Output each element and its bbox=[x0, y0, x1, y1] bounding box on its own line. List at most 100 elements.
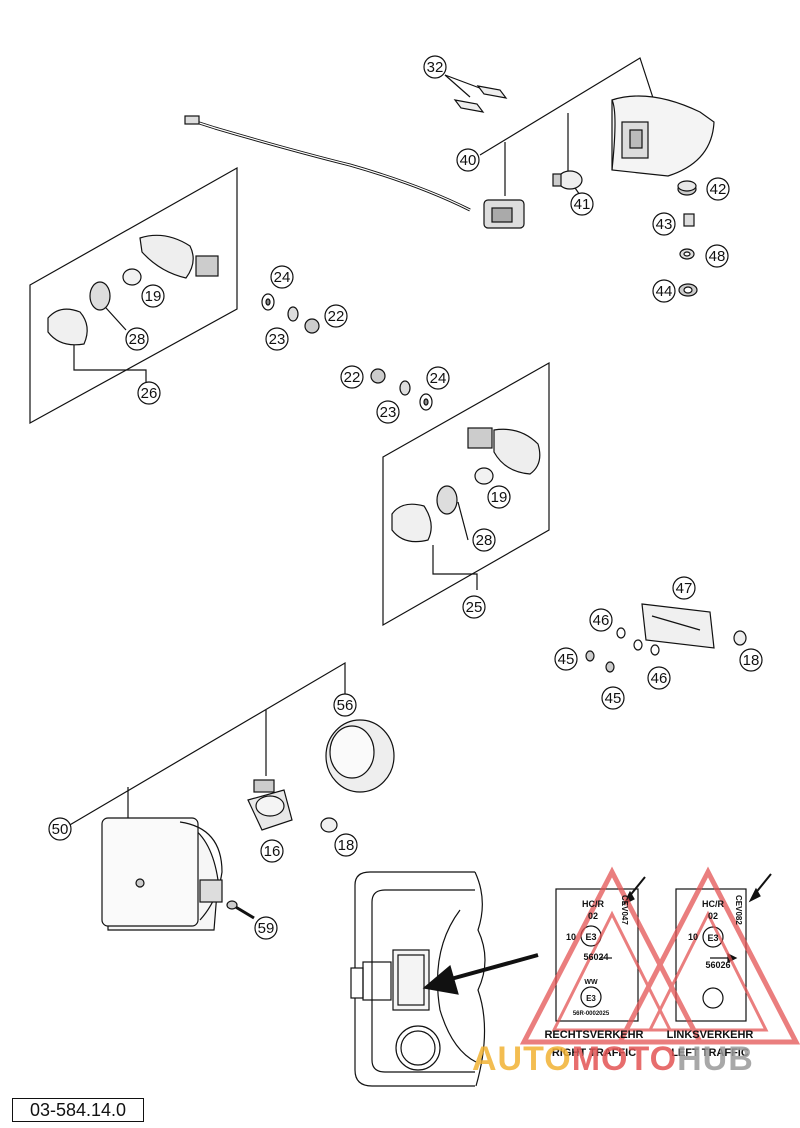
screw-59 bbox=[226, 900, 255, 920]
label-num-left: 02 bbox=[708, 911, 718, 921]
callout-28: 28 bbox=[472, 528, 496, 552]
callout-number: 28 bbox=[129, 331, 146, 348]
callout-number: 41 bbox=[574, 196, 591, 213]
headlight-unit-50 bbox=[101, 817, 223, 931]
label-www-right: WW bbox=[584, 979, 598, 986]
indicator-body-25 bbox=[391, 427, 541, 543]
callout-number: 48 bbox=[709, 248, 726, 265]
label-code-right: HC/R bbox=[582, 899, 604, 909]
callout-24: 24 bbox=[426, 366, 450, 390]
caption-en-right: RIGHT TRAFFIC bbox=[552, 1047, 636, 1059]
callout-40: 40 bbox=[456, 148, 480, 172]
callout-42: 42 bbox=[706, 177, 730, 201]
callout-number: 28 bbox=[476, 532, 493, 549]
callout-number: 23 bbox=[269, 331, 286, 348]
callout-44: 44 bbox=[652, 279, 676, 303]
callout-number: 22 bbox=[328, 308, 345, 325]
callout-number: 43 bbox=[656, 216, 673, 233]
callout-number: 50 bbox=[52, 821, 69, 838]
label-num-right: 02 bbox=[588, 911, 598, 921]
document-number: 03-584.14.0 bbox=[12, 1098, 144, 1122]
callout-number: 47 bbox=[676, 580, 693, 597]
watermark-triangles bbox=[519, 866, 800, 1045]
label-approval-right: 56024 bbox=[583, 952, 608, 962]
callout-45: 45 bbox=[554, 647, 578, 671]
bulb-18-front bbox=[320, 817, 338, 833]
callout-26: 26 bbox=[137, 381, 161, 405]
label-emark-left: E3 bbox=[707, 933, 718, 943]
caption-en-left: LEFT TRAFFIC bbox=[671, 1047, 749, 1059]
callout-layer: 32 40 41 42 43 48 44 24 22 23 19 28 26 22 24 23 19 28 25 47… bbox=[48, 55, 763, 940]
pads-32 bbox=[453, 85, 508, 113]
callout-number: 45 bbox=[605, 690, 622, 707]
rim-56 bbox=[325, 719, 395, 793]
label-texts-right: HC/R 02 CEV047 10 E3 56024 WW E3 56R-000… bbox=[544, 895, 643, 1059]
label-texts-left: HC/R 02 CEV082 10 E3 56026 LINKSVERKEHR … bbox=[667, 895, 754, 1059]
hardware-mid bbox=[370, 368, 433, 411]
indicator-frame-26 bbox=[29, 166, 238, 425]
nut-44 bbox=[678, 283, 698, 297]
callout-22: 22 bbox=[324, 304, 348, 328]
callout-number: 24 bbox=[274, 269, 291, 286]
callout-24: 24 bbox=[270, 265, 294, 289]
callout-46: 46 bbox=[589, 608, 613, 632]
callout-number: 22 bbox=[344, 369, 361, 386]
callout-45: 45 bbox=[601, 686, 625, 710]
plate-light-hardware bbox=[585, 627, 660, 673]
callout-number: 18 bbox=[338, 837, 355, 854]
wire-harness bbox=[184, 115, 525, 229]
callout-47: 47 bbox=[672, 576, 696, 600]
indicator-body-26 bbox=[47, 234, 219, 346]
callout-48: 48 bbox=[705, 244, 729, 268]
callout-28: 28 bbox=[125, 327, 149, 351]
callout-number: 40 bbox=[460, 152, 477, 169]
sleeve-43 bbox=[683, 213, 695, 227]
indicator-frame-25 bbox=[382, 361, 550, 627]
bulb-41 bbox=[552, 170, 583, 190]
label-approval-left: 56026 bbox=[705, 960, 730, 970]
callout-25: 25 bbox=[462, 595, 486, 619]
callout-number: 59 bbox=[258, 920, 275, 937]
callout-number: 46 bbox=[651, 670, 668, 687]
label-emark2-right: E3 bbox=[586, 994, 596, 1003]
watermark-part1: AUTO bbox=[472, 1040, 572, 1078]
callout-number: 23 bbox=[380, 404, 397, 421]
label-ten-right: 10 bbox=[566, 932, 576, 942]
callout-number: 24 bbox=[430, 370, 447, 387]
callout-number: 18 bbox=[743, 652, 760, 669]
callout-23: 23 bbox=[265, 327, 289, 351]
label-ten-left: 10 bbox=[688, 932, 698, 942]
callout-18: 18 bbox=[739, 648, 763, 672]
inset-frame bbox=[350, 871, 486, 1087]
callout-number: 56 bbox=[337, 697, 354, 714]
label-code-left: HC/R bbox=[702, 899, 724, 909]
callout-number: 45 bbox=[558, 651, 575, 668]
hardware-top bbox=[261, 293, 320, 334]
label-small-right: 56R-0002025 bbox=[573, 1011, 610, 1017]
callout-22: 22 bbox=[340, 365, 364, 389]
callout-19: 19 bbox=[141, 284, 165, 308]
callout-18: 18 bbox=[334, 833, 358, 857]
label-emark-right: E3 bbox=[585, 932, 596, 942]
callout-16: 16 bbox=[260, 839, 284, 863]
callout-43: 43 bbox=[652, 212, 676, 236]
label-side-right: CEV047 bbox=[620, 895, 629, 925]
callout-number: 19 bbox=[145, 288, 162, 305]
callout-number: 44 bbox=[656, 283, 673, 300]
callout-number: 32 bbox=[427, 59, 444, 76]
caption-de-left: LINKSVERKEHR bbox=[667, 1029, 754, 1041]
callout-32: 32 bbox=[423, 55, 447, 79]
inset-arrow bbox=[422, 953, 539, 995]
watermark-part3: HUB bbox=[677, 1040, 754, 1078]
bulb-16 bbox=[247, 779, 293, 831]
callout-19: 19 bbox=[487, 485, 511, 509]
callout-number: 26 bbox=[141, 385, 158, 402]
watermark-part2: MOTO bbox=[571, 1040, 678, 1078]
plate-light-47 bbox=[641, 603, 747, 649]
callout-59: 59 bbox=[254, 916, 278, 940]
watermark-logo: AUTOMOTOHUB bbox=[472, 1040, 798, 1084]
callout-23: 23 bbox=[376, 400, 400, 424]
callout-41: 41 bbox=[570, 192, 594, 216]
washer-48 bbox=[679, 248, 695, 260]
